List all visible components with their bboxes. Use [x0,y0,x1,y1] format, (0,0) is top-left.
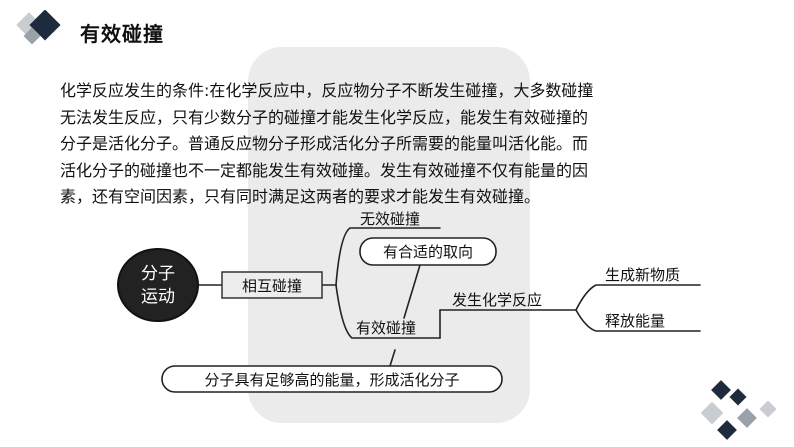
release-energy-label: 释放能量 [605,312,665,330]
reaction-label: 发生化学反应 [452,291,542,309]
connector-line [575,284,701,311]
energy-condition-label: 分子具有足够高的能量，形成活化分子 [204,371,459,389]
orientation-node [359,237,497,266]
new-substance-label: 生成新物质 [605,266,680,284]
paragraph-line: 无法发生反应，只有少数分子的碰撞才能发生化学反应，能发生有效碰撞的 [60,107,589,127]
corner-decoration-icon [700,380,777,440]
connector-line [575,309,701,332]
connector-line [335,284,441,339]
effective-label: 有效碰撞 [356,319,416,337]
root-node [117,248,199,322]
slide-logo-icon [16,10,61,45]
paragraph-line: 活化分子的碰撞也不一定都能发生有效碰撞。发生有效碰撞不仅有能量的因 [60,160,589,180]
collision-label: 相互碰撞 [242,277,302,295]
orientation-label: 有合适的取向 [383,243,473,261]
energy-condition-node [161,365,503,393]
root-label-line1: 分子 [141,264,175,284]
paragraph-line: 化学反应发生的条件:在化学反应中，反应物分子不断发生碰撞，大多数碰撞 [60,81,594,100]
paragraph-line: 素，还有空间因素，只有同时满足这两者的要求才能发生有效碰撞。 [60,187,541,206]
connector-line [335,227,441,286]
connector-line [389,349,396,367]
root-label-line2: 运动 [141,287,175,307]
background-panel [248,47,530,423]
slide-title: 有效碰撞 [80,22,164,46]
description-paragraph: 化学反应发生的条件:在化学反应中，反应物分子不断发生碰撞，大多数碰撞 无法发生反… [60,78,750,211]
ineffective-label: 无效碰撞 [360,210,420,228]
collision-node [221,271,323,299]
paragraph-line: 分子是活化分子。普通反应物分子形成活化分子所需要的能量叫活化能。而 [60,134,589,153]
connector-line [403,264,421,319]
